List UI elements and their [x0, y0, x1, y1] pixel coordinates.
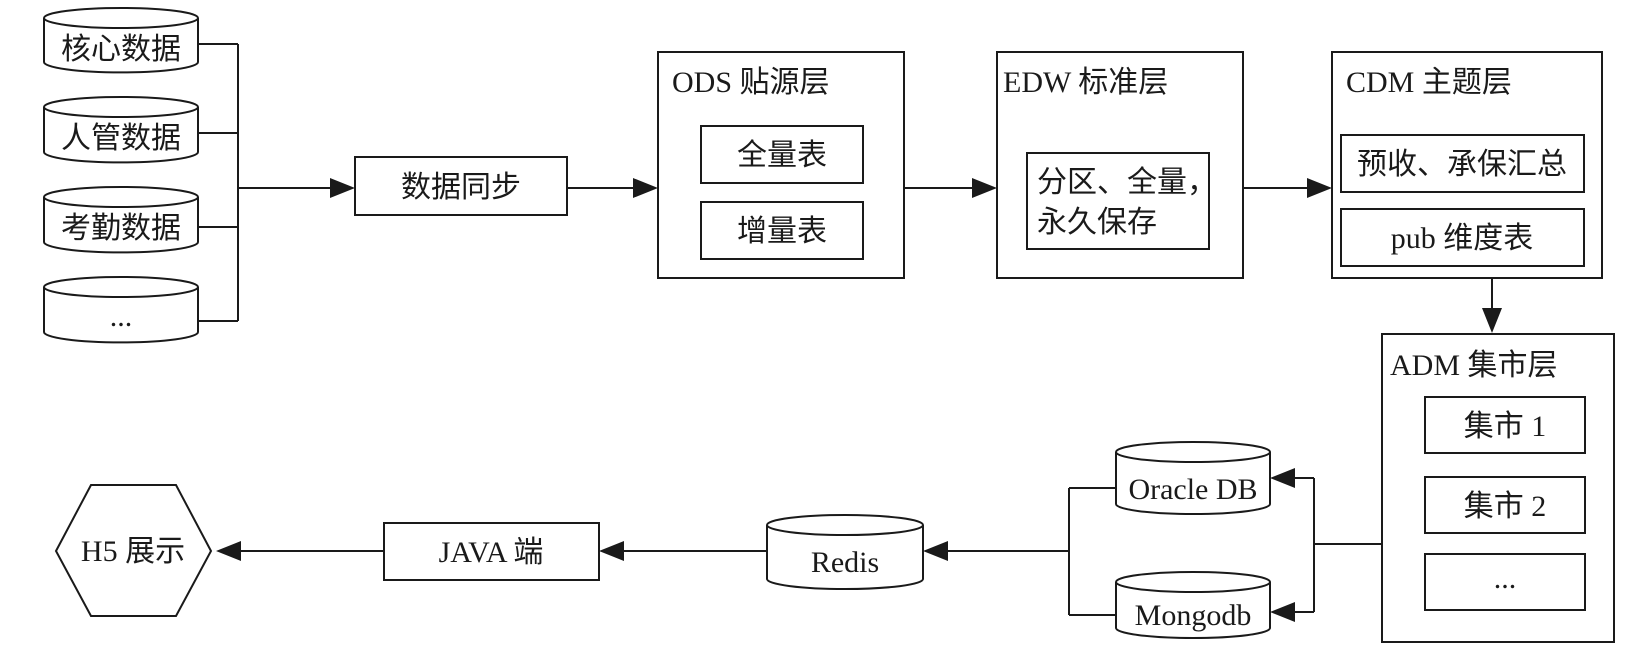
arrow-to-sync: [330, 178, 355, 198]
adm-mart-1: 集市 1: [1464, 410, 1547, 443]
edw-desc-line2: 永久保存: [1037, 206, 1157, 239]
edw-desc-line1: 分区、全量，: [1037, 166, 1217, 199]
h5-label: H5 展示: [81, 535, 185, 568]
ods-full-table: 全量表: [737, 139, 827, 172]
adm-mart-2: 集市 2: [1464, 490, 1547, 523]
redis-cylinder: Redis: [766, 514, 924, 590]
adm-to-db-fork: [1295, 477, 1382, 613]
arrow-to-h5: [216, 541, 241, 561]
arrow-to-java: [599, 541, 624, 561]
source-more-label: ...: [110, 300, 133, 333]
sources-bracket: [198, 43, 330, 322]
source-attendance-cylinder: 考勤数据: [43, 186, 199, 254]
arrow-to-oracle: [1270, 468, 1295, 488]
h5-hexagon: H5 展示: [54, 484, 213, 617]
adm-more: ...: [1494, 562, 1517, 595]
oracle-db-label: Oracle DB: [1128, 473, 1257, 506]
arrow-to-ods: [633, 178, 658, 198]
ods-title: ODS 贴源层: [672, 66, 830, 99]
db-to-redis-merge: [948, 487, 1116, 616]
arrow-to-cdm: [1307, 178, 1332, 198]
java-box: JAVA 端: [383, 522, 600, 581]
arrow-to-adm: [1482, 308, 1502, 333]
sync-label: 数据同步: [401, 171, 521, 204]
redis-label: Redis: [811, 546, 879, 579]
cdm-title: CDM 主题层: [1346, 66, 1512, 99]
sync-box: 数据同步: [354, 156, 568, 216]
source-attendance-label: 考勤数据: [61, 212, 181, 245]
arrow-to-redis: [923, 541, 948, 561]
ods-incremental-table: 增量表: [737, 215, 827, 248]
edw-layer: EDW 标准层 分区、全量， 永久保存: [996, 51, 1244, 279]
arrow-to-edw: [972, 178, 997, 198]
source-more-cylinder: ...: [43, 276, 199, 344]
oracle-db-cylinder: Oracle DB: [1115, 441, 1271, 515]
mongodb-cylinder: Mongodb: [1115, 571, 1271, 639]
java-label: JAVA 端: [439, 536, 544, 569]
cdm-summary: 预收、承保汇总: [1357, 148, 1567, 181]
source-core-label: 核心数据: [61, 33, 181, 66]
adm-title: ADM 集市层: [1390, 349, 1558, 382]
adm-layer: ADM 集市层 集市 1 集市 2 ...: [1381, 333, 1615, 643]
edw-title: EDW 标准层: [1003, 66, 1168, 99]
cdm-dim-table: pub 维度表: [1391, 222, 1534, 255]
ods-layer: ODS 贴源层 全量表 增量表: [657, 51, 905, 279]
source-hr-label: 人管数据: [61, 122, 181, 155]
cdm-layer: CDM 主题层 预收、承保汇总 pub 维度表: [1331, 51, 1603, 279]
source-hr-cylinder: 人管数据: [43, 96, 199, 164]
arrow-to-mongodb: [1270, 602, 1295, 622]
mongodb-label: Mongodb: [1135, 599, 1252, 632]
source-core-cylinder: 核心数据: [43, 7, 199, 74]
